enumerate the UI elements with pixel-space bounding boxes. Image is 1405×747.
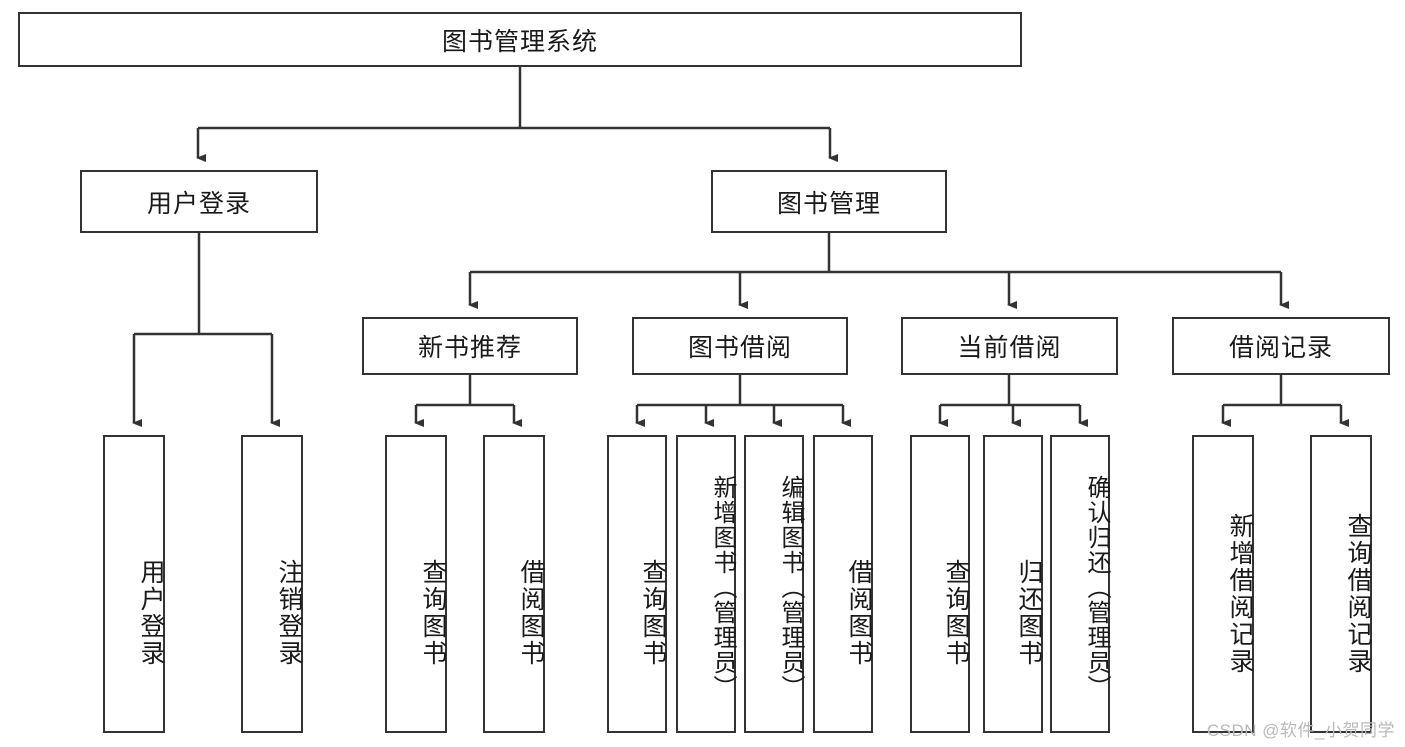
node-leaf-user-login[interactable]: 用户登录 [103, 435, 165, 733]
node-leaf-borrow-book-2-label: 借阅图书 [845, 559, 873, 667]
node-leaf-add-book-label: 新增图书（管理员） [709, 474, 736, 700]
node-borrow-record-label: 借阅记录 [1228, 334, 1333, 362]
node-current-borrow[interactable]: 当前借阅 [901, 317, 1118, 375]
node-leaf-borrow-book-1-label: 借阅图书 [517, 559, 545, 667]
node-leaf-return-book-label: 归还图书 [1015, 559, 1043, 667]
node-leaf-query-record[interactable]: 查询借阅记录 [1310, 435, 1372, 733]
node-leaf-confirm-return[interactable]: 确认归还（管理员） [1050, 435, 1110, 733]
node-leaf-confirm-return-label: 确认归还（管理员） [1083, 474, 1110, 700]
node-leaf-user-logout[interactable]: 注销登录 [241, 435, 303, 733]
node-leaf-query-book-3[interactable]: 查询图书 [910, 435, 970, 733]
node-leaf-user-login-label: 用户登录 [137, 559, 165, 667]
node-book-manage[interactable]: 图书管理 [711, 170, 947, 233]
node-leaf-add-book[interactable]: 新增图书（管理员） [676, 435, 736, 733]
node-new-book-recommend-label: 新书推荐 [417, 334, 522, 362]
node-book-borrow[interactable]: 图书借阅 [632, 317, 848, 375]
node-leaf-edit-book-label: 编辑图书（管理员） [777, 474, 804, 700]
node-leaf-user-logout-label: 注销登录 [275, 559, 303, 667]
node-leaf-query-record-label: 查询借阅记录 [1344, 513, 1372, 675]
node-book-manage-label: 图书管理 [776, 189, 881, 218]
node-leaf-borrow-book-2[interactable]: 借阅图书 [813, 435, 873, 733]
node-new-book-recommend[interactable]: 新书推荐 [362, 317, 578, 375]
watermark: CSDN @软件_小贺同学 [1206, 721, 1395, 740]
node-leaf-edit-book[interactable]: 编辑图书（管理员） [744, 435, 804, 733]
node-leaf-return-book[interactable]: 归还图书 [983, 435, 1043, 733]
node-book-borrow-label: 图书借阅 [687, 334, 792, 362]
node-leaf-query-book-2-label: 查询图书 [639, 559, 667, 667]
node-user-login[interactable]: 用户登录 [80, 170, 318, 233]
node-borrow-record[interactable]: 借阅记录 [1172, 317, 1390, 375]
node-leaf-query-book-3-label: 查询图书 [942, 559, 970, 667]
node-leaf-add-record[interactable]: 新增借阅记录 [1192, 435, 1254, 733]
node-root[interactable]: 图书管理系统 [18, 12, 1022, 67]
node-leaf-query-book-1-label: 查询图书 [419, 559, 447, 667]
node-current-borrow-label: 当前借阅 [957, 334, 1062, 362]
node-leaf-query-book-2[interactable]: 查询图书 [607, 435, 667, 733]
node-leaf-query-book-1[interactable]: 查询图书 [385, 435, 447, 733]
node-user-login-label: 用户登录 [146, 189, 251, 218]
node-root-label: 图书管理系统 [441, 27, 598, 56]
node-leaf-borrow-book-1[interactable]: 借阅图书 [483, 435, 545, 733]
node-leaf-add-record-label: 新增借阅记录 [1226, 513, 1254, 675]
